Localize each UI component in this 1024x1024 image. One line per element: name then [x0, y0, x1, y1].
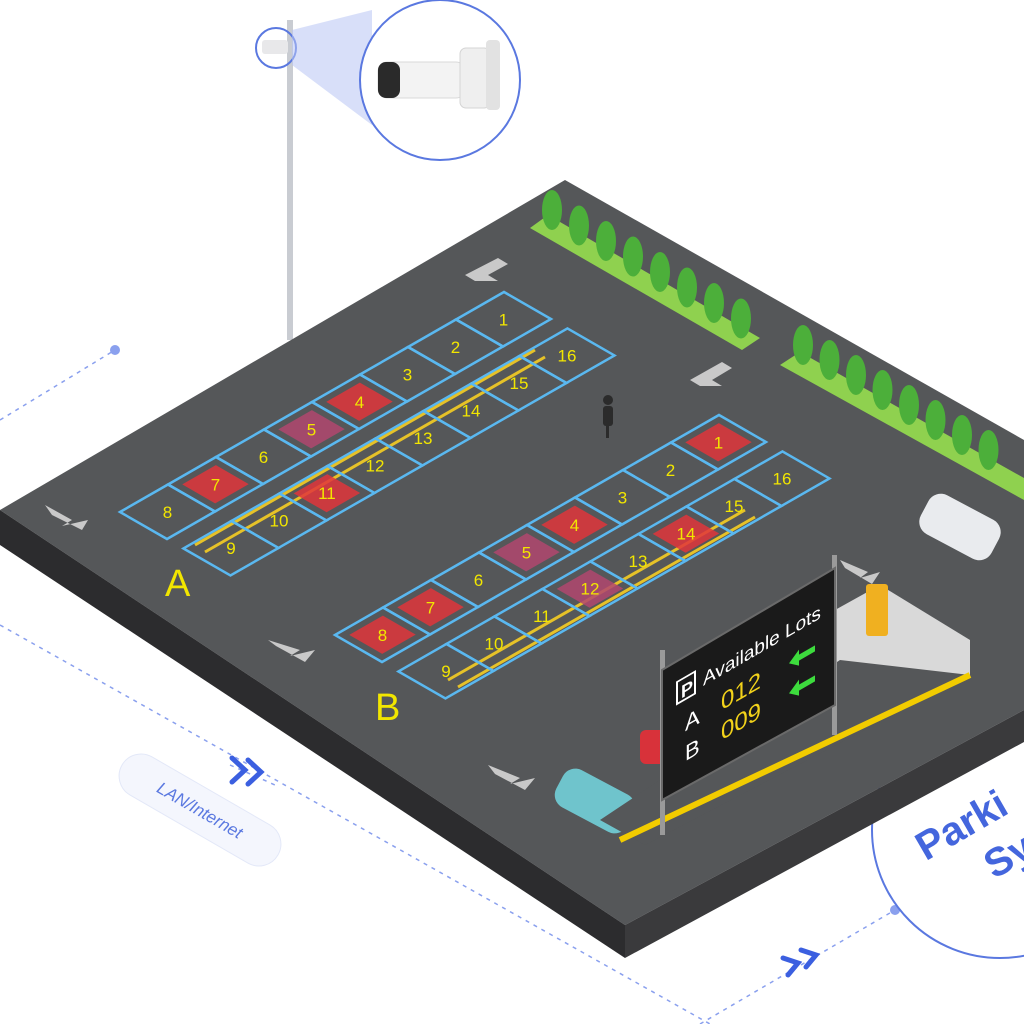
tree [899, 385, 919, 425]
slot-number: 4 [355, 393, 364, 412]
pedestrian [603, 395, 613, 438]
tree [542, 190, 562, 230]
arrow-left-icon [789, 645, 815, 666]
slot-number: 3 [403, 365, 412, 384]
zone-b-label: B [375, 687, 400, 729]
parking-slot [516, 327, 617, 385]
tree [623, 236, 643, 277]
slot-number: 13 [413, 429, 432, 448]
occupied-car [493, 533, 560, 572]
zone-a: 8 9 7 10 6 11 5 12 4 13 3 14 2 15 1 16 [117, 290, 617, 577]
occupied-car [182, 465, 249, 504]
trees [542, 190, 999, 470]
camera-icon [377, 40, 500, 110]
slot-number: 9 [441, 662, 450, 681]
slot-number: 3 [618, 488, 627, 507]
slot-number: 16 [557, 347, 576, 366]
slot-number: 12 [580, 580, 599, 599]
occupied-car [349, 615, 416, 654]
sign-row-b-label: B [685, 733, 700, 766]
parking-slot [453, 290, 554, 348]
double-chevron-icon [229, 755, 821, 978]
tree [569, 205, 589, 246]
occupied-car [541, 505, 608, 544]
slot-number: 2 [666, 461, 675, 480]
slot-number: 6 [259, 448, 268, 467]
parking-p-icon [676, 670, 696, 706]
network-node [110, 345, 120, 355]
slot-number: 14 [461, 402, 480, 421]
slot-number: 15 [509, 374, 528, 393]
slot-number: 13 [628, 552, 647, 571]
slot-number: 8 [378, 626, 387, 645]
slot-number: 15 [724, 497, 743, 516]
parking-slot [668, 413, 769, 471]
direction-arrow-icon [45, 258, 880, 790]
slot-number: 2 [451, 338, 460, 357]
occupied-car [556, 569, 624, 608]
sign-row-a-label: A [685, 703, 700, 737]
slot-number: 11 [318, 484, 336, 503]
tree [952, 415, 972, 455]
guidance-sign: P Available Lots A 012 B 009 [660, 555, 837, 835]
pay-kiosk [866, 584, 888, 636]
tree [978, 430, 999, 470]
tree [846, 355, 866, 395]
tree [596, 221, 616, 261]
slot-number: 9 [226, 539, 235, 558]
camera-icon [262, 40, 288, 54]
tree [650, 252, 670, 292]
slot-number: 12 [365, 457, 384, 476]
tree [704, 283, 724, 323]
tree [925, 400, 946, 440]
tree [677, 267, 697, 308]
slot-number: 1 [499, 310, 508, 329]
occupied-car [326, 382, 393, 421]
tree [793, 325, 813, 365]
zone-b: 8 9 7 10 6 11 5 12 4 13 3 14 2 15 1 16 [332, 413, 832, 700]
sign-p-letter: P [681, 676, 693, 703]
slot-number: 7 [426, 598, 435, 617]
slot-number: 16 [772, 470, 791, 489]
tree [819, 340, 840, 380]
slot-number: 5 [307, 420, 316, 439]
slot-number: 5 [522, 543, 531, 562]
slot-number: 10 [269, 512, 288, 531]
zone-a-label: A [165, 563, 191, 605]
slot-number: 4 [570, 516, 579, 535]
parking-slot [731, 450, 832, 508]
tree [731, 298, 751, 339]
occupied-car [685, 423, 752, 462]
slot-number: 7 [211, 475, 220, 494]
slot-number: 8 [163, 503, 172, 522]
occupied-car [397, 588, 464, 627]
slot-number: 11 [533, 607, 551, 626]
slot-number: 10 [484, 635, 503, 654]
arrow-left-icon [789, 675, 815, 696]
network-links [0, 349, 896, 1024]
lan-internet-badge: LAN/Internet [118, 753, 282, 867]
camera-pole [255, 0, 521, 340]
occupied-car [293, 474, 361, 513]
tree [872, 370, 893, 410]
sidewalk [600, 584, 972, 845]
tree-row [530, 215, 1024, 500]
slot-number: 1 [714, 433, 723, 452]
slot-number: 6 [474, 571, 483, 590]
slot-number: 14 [676, 525, 695, 544]
occupied-car [652, 514, 720, 553]
occupied-car [278, 410, 345, 449]
